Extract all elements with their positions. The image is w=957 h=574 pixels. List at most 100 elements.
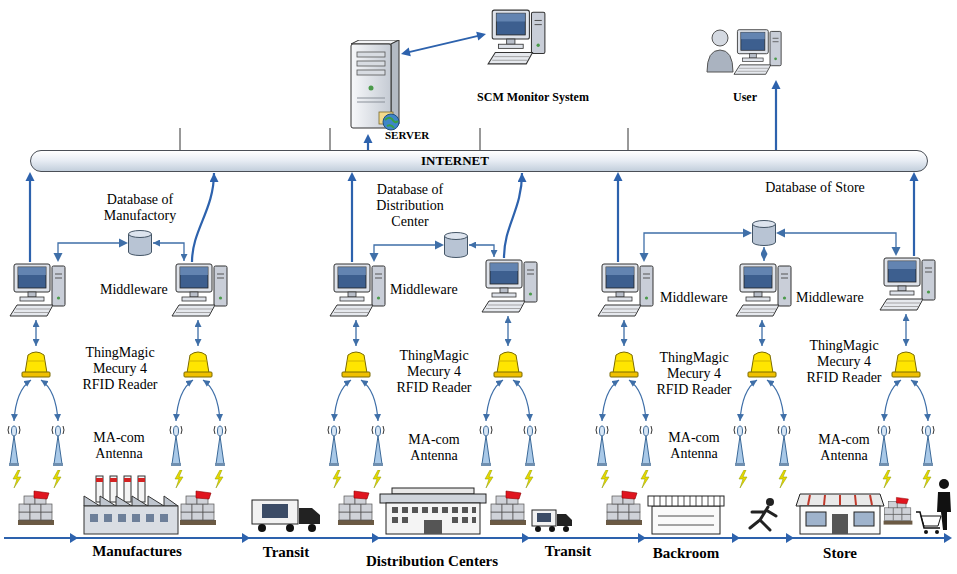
distribution-building	[472, 517, 476, 523]
antenna-icon	[8, 426, 934, 466]
reader-link	[761, 320, 762, 346]
arrow-head	[614, 172, 623, 181]
user-label: User	[733, 90, 757, 105]
signal-bolt	[525, 470, 533, 488]
runner-figure	[750, 507, 776, 530]
connector-line	[374, 245, 437, 255]
stage-label: Transit	[263, 544, 309, 561]
antenna-icon	[922, 426, 934, 466]
reader-link	[905, 314, 906, 346]
distribution-building	[402, 507, 408, 513]
internet-band: INTERNET	[30, 150, 928, 172]
signal-bolt	[175, 470, 183, 488]
store-building	[800, 506, 880, 534]
connector-arrow	[54, 239, 129, 263]
middleware-computer-graphic	[598, 264, 653, 316]
computer-icon	[482, 260, 537, 312]
factory-illustration	[84, 476, 178, 534]
antenna-link	[361, 380, 378, 421]
rfid-reader	[494, 352, 522, 377]
factory-illustration	[132, 514, 140, 522]
truck-illustration	[549, 526, 555, 532]
rfid-reader	[342, 352, 370, 377]
reader-label: ThingMagic Mecury 4 RFID Reader	[78, 345, 162, 393]
connector-arrow	[640, 229, 753, 263]
connector-arrow	[772, 80, 781, 150]
connector-arrow	[348, 172, 357, 262]
factory-illustration	[138, 478, 145, 482]
store-building	[808, 495, 872, 505]
database-arrow	[153, 243, 184, 261]
signal-bolt	[883, 470, 891, 488]
antenna-link	[740, 380, 757, 421]
factory-illustration	[84, 506, 178, 534]
reader-label: ThingMagic Mecury 4 RFID Reader	[392, 348, 476, 396]
store-building	[839, 495, 841, 505]
signal-bolt	[923, 470, 931, 488]
flow-line	[4, 533, 952, 543]
truck-illustration	[563, 526, 569, 532]
middleware-label: Middleware	[100, 282, 168, 298]
rfid-reader	[22, 352, 50, 377]
distribution-building	[424, 520, 442, 534]
band-tick	[480, 128, 481, 150]
backroom-building	[660, 496, 661, 506]
factory-illustration	[118, 514, 126, 522]
monitor-computer: SCM Monitor System	[486, 8, 548, 66]
band-label: INTERNET	[31, 151, 927, 170]
antenna-link	[602, 380, 619, 421]
factory-illustration	[110, 478, 117, 482]
shopper-figure	[935, 530, 939, 534]
internet-arrow	[504, 173, 522, 258]
tagged-pallet	[490, 491, 526, 525]
truck-illustration	[532, 510, 572, 532]
truck-illustration	[258, 524, 266, 532]
database-icon: Database of Distribution Center	[444, 232, 468, 258]
distribution-building	[462, 517, 468, 523]
signal-bolt	[739, 470, 747, 488]
connector-line	[775, 87, 777, 150]
connector-line	[58, 243, 121, 255]
distribution-building	[412, 507, 418, 513]
middleware-label: Middleware	[660, 290, 728, 306]
factory-illustration	[138, 476, 145, 502]
arrow-head	[364, 134, 373, 143]
antenna-icon	[524, 426, 536, 466]
backroom-building	[652, 506, 720, 534]
shopper-figure	[921, 516, 941, 526]
computer-icon	[172, 260, 791, 316]
stage-label: Backroom	[653, 545, 719, 562]
antenna-link	[41, 380, 58, 421]
stage-label: Store	[823, 545, 857, 562]
flow-line	[944, 533, 952, 543]
truck-illustration	[308, 524, 316, 532]
reader-link	[507, 316, 508, 346]
antenna-icon	[596, 426, 608, 466]
computer-icon	[172, 264, 227, 316]
antenna-icon	[480, 426, 492, 466]
database-label: Database of Manufactory	[94, 192, 186, 224]
antenna-link	[629, 380, 646, 421]
middleware-computer-graphic	[8, 262, 68, 318]
truck-illustration	[299, 508, 320, 524]
antenna-label: MA-com Antenna	[659, 430, 729, 462]
arrow-head	[776, 229, 785, 238]
store-building	[796, 494, 884, 506]
middleware-label: Middleware	[390, 282, 458, 298]
antenna-icon	[878, 426, 890, 466]
user-icon-graphic	[706, 26, 784, 80]
reader-link	[197, 320, 198, 346]
flow-line	[242, 533, 250, 543]
signal-bolt	[333, 470, 341, 488]
shopper-figure	[916, 512, 940, 528]
distribution-building	[442, 507, 448, 513]
connector-arrow	[370, 241, 445, 263]
antenna-icon	[52, 426, 64, 466]
user-icon-graphic	[707, 30, 781, 75]
connector-arrow	[26, 172, 35, 262]
distribution-building	[452, 517, 458, 523]
database-icon-graphic	[752, 220, 776, 246]
signal-bolt	[601, 470, 609, 488]
rfid-reader	[184, 352, 212, 377]
rfid-reader	[748, 352, 776, 377]
